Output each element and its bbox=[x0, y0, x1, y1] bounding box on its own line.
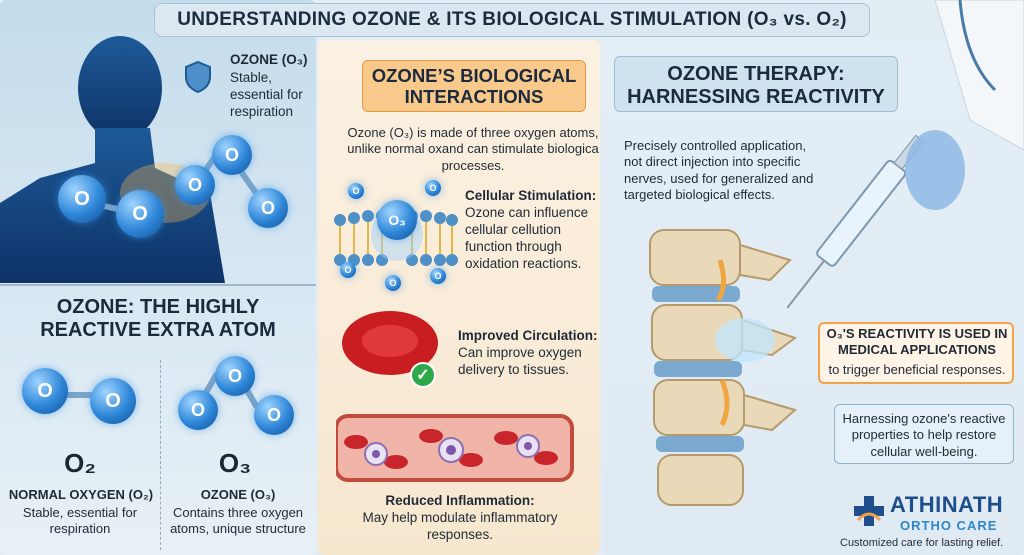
item-title-inflammation: Reduced Inflammation: bbox=[385, 493, 535, 508]
oxygen-atom: O bbox=[22, 368, 68, 414]
oxygen-atom: O bbox=[385, 275, 401, 291]
divider bbox=[160, 360, 161, 550]
red-blood-cell-illustration bbox=[342, 311, 438, 375]
syringe-illustration bbox=[786, 130, 965, 309]
oxygen-atom: O bbox=[430, 268, 446, 284]
oxygen-atom: O bbox=[116, 190, 164, 238]
oxygen-atom: O bbox=[178, 390, 218, 430]
spine-illustration bbox=[649, 229, 798, 506]
bond bbox=[50, 392, 110, 398]
shield-text: Stable, essential for respiration bbox=[230, 70, 303, 119]
right-section-header: OZONE THERAPY: HARNESSING REACTIVITY bbox=[614, 56, 898, 112]
doctor-illustration bbox=[934, 0, 1024, 150]
middle-intro: Ozone (O₃) is made of three oxygen atoms… bbox=[347, 125, 599, 173]
middle-section-header: OZONE’S BIOLOGICAL INTERACTIONS bbox=[362, 60, 586, 112]
left-section-header: OZONE: THE HIGHLY REACTIVE EXTRA ATOM bbox=[40, 296, 276, 341]
page-title: UNDERSTANDING OZONE & ITS BIOLOGICAL STI… bbox=[154, 3, 870, 37]
item-text-cellular: Ozone can influence cellular cellution f… bbox=[465, 205, 589, 271]
callout-text: to trigger beneficial responses. bbox=[828, 362, 1006, 377]
oxygen-atom: O bbox=[254, 395, 294, 435]
shield-label: OZONE (O₃) bbox=[230, 52, 308, 67]
brand-name: ATHINATH bbox=[890, 492, 1004, 517]
oxygen-atom: O bbox=[348, 183, 364, 199]
check-icon: ✓ bbox=[410, 362, 436, 388]
ozone-molecule: O₃ bbox=[377, 200, 417, 240]
oxygen-atom: O bbox=[215, 356, 255, 396]
shield-icon bbox=[183, 60, 213, 94]
oxygen-atom: O bbox=[175, 165, 215, 205]
o3-formula: O₃ bbox=[218, 448, 252, 478]
reactivity-callout bbox=[818, 322, 1014, 384]
oxygen-atom: O bbox=[90, 378, 136, 424]
oxygen-atom: O bbox=[212, 135, 252, 175]
blood-vessel-illustration bbox=[336, 414, 574, 482]
oxygen-atom: O bbox=[58, 175, 106, 223]
o2-desc: Stable, essential for respiration bbox=[22, 505, 138, 537]
callout-heading: O₃'S REACTIVITY IS USED IN MEDICAL APPLI… bbox=[826, 326, 1008, 358]
brand-subtitle: ORTHO CARE bbox=[900, 518, 998, 533]
item-text-circulation: Can improve oxygen delivery to tissues. bbox=[458, 345, 582, 377]
human-silhouette-illustration bbox=[0, 36, 225, 283]
oxygen-atom: O bbox=[340, 262, 356, 278]
brand-tagline: Customized care for lasting relief. bbox=[840, 537, 1004, 549]
brand-logo-icon bbox=[852, 494, 886, 528]
item-title-cellular: Cellular Stimulation: bbox=[465, 188, 597, 203]
oxygen-atom: O bbox=[425, 180, 441, 196]
o2-name: NORMAL OXYGEN (O₂) bbox=[8, 487, 154, 502]
divider bbox=[0, 284, 316, 286]
right-intro: Precisely controlled application, not di… bbox=[624, 138, 814, 202]
oxygen-atom: O bbox=[248, 188, 288, 228]
o3-desc: Contains three oxygen atoms, unique stru… bbox=[170, 505, 306, 537]
o3-name: OZONE (O₃) bbox=[200, 487, 276, 502]
restore-callout: Harnessing ozone's reactive properties t… bbox=[834, 404, 1014, 464]
o2-formula: O₂ bbox=[64, 448, 96, 478]
item-title-circulation: Improved Circulation: bbox=[458, 328, 598, 343]
item-text-inflammation: May help modulate inflammatory responses… bbox=[362, 510, 558, 542]
